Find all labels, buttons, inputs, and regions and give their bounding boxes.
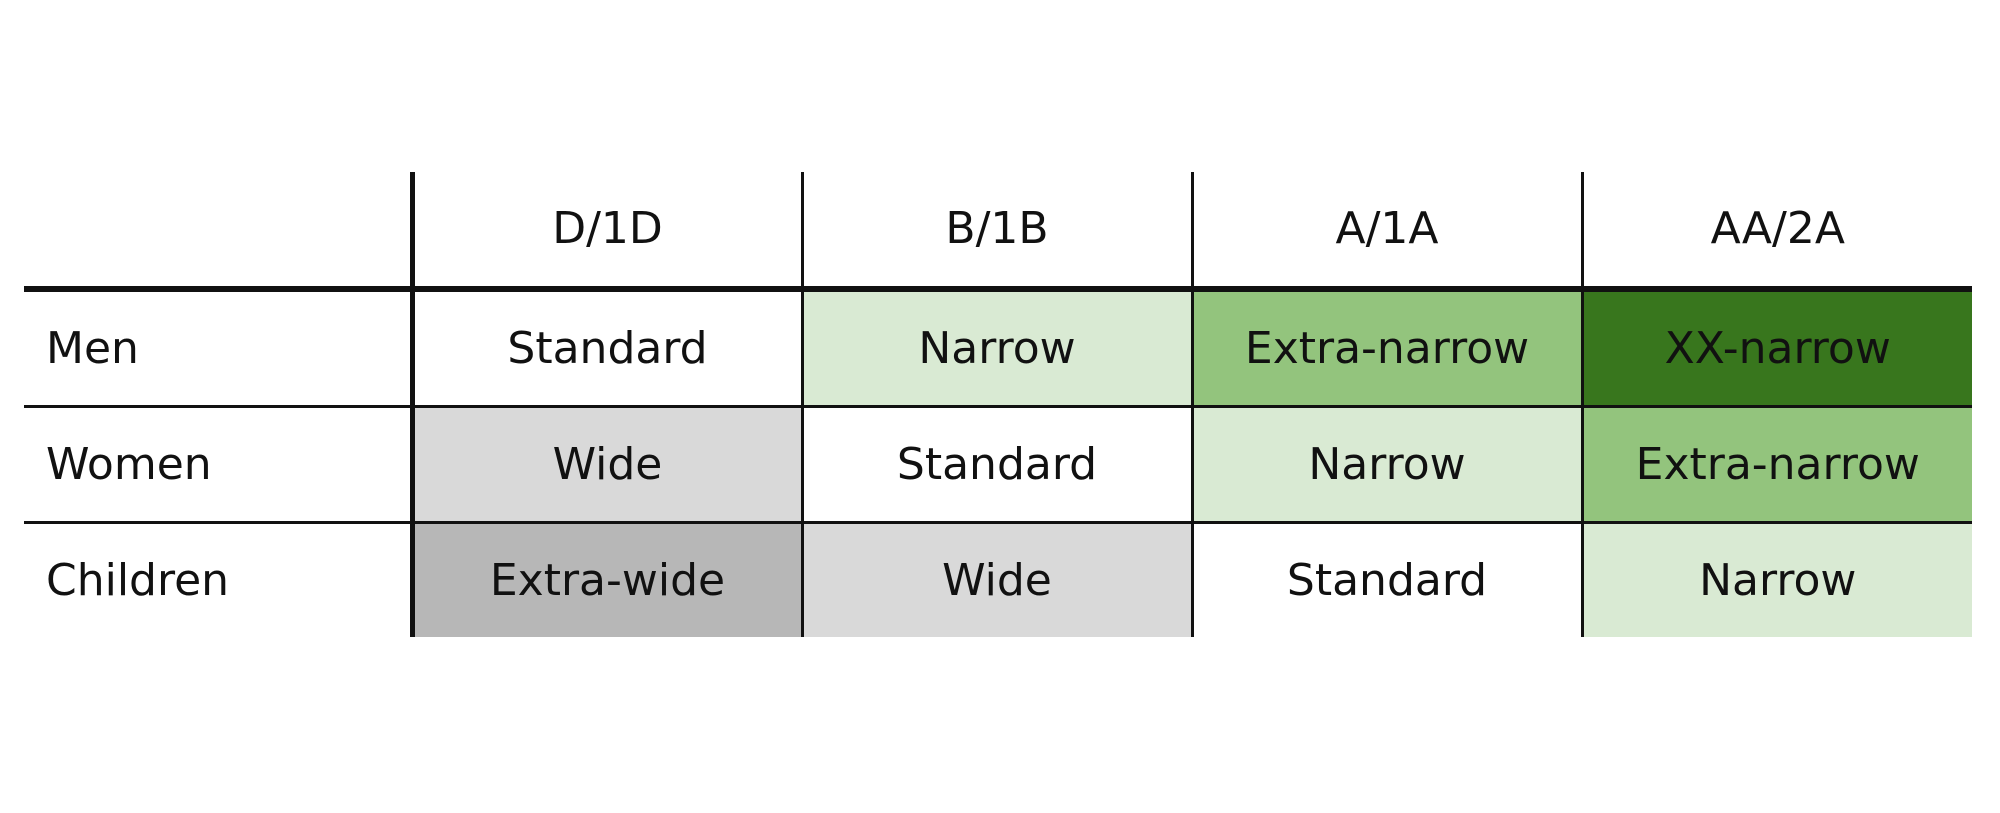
column-header: B/1B: [800, 172, 1192, 292]
table-cell: Standard: [800, 405, 1192, 523]
row-header: Children: [24, 521, 415, 637]
corner-cell: [24, 172, 415, 292]
table-row: Children Extra-wide Wide Standard Narrow: [24, 521, 1972, 637]
table-row: Women Wide Standard Narrow Extra-narrow: [24, 405, 1972, 523]
table-cell: Narrow: [800, 289, 1192, 407]
column-header: D/1D: [409, 172, 802, 292]
table-cell: Wide: [800, 521, 1192, 637]
table-cell: Narrow: [1580, 521, 1972, 637]
table-cell: Standard: [409, 289, 802, 407]
header-row: D/1D B/1B A/1A AA/2A: [24, 172, 1972, 292]
table-cell: Narrow: [1190, 405, 1582, 523]
column-header: AA/2A: [1580, 172, 1972, 292]
table-row: Men Standard Narrow Extra-narrow XX-narr…: [24, 289, 1972, 407]
table-cell: Extra-narrow: [1580, 405, 1972, 523]
column-header: A/1A: [1190, 172, 1582, 292]
row-header: Women: [24, 405, 415, 523]
row-header: Men: [24, 289, 415, 407]
table-cell: XX-narrow: [1580, 289, 1972, 407]
table-cell: Extra-wide: [409, 521, 802, 637]
table-cell: Extra-narrow: [1190, 289, 1582, 407]
width-category-table: D/1D B/1B A/1A AA/2A Men Standard Narrow…: [24, 172, 1972, 637]
table-cell: Wide: [409, 405, 802, 523]
table-cell: Standard: [1190, 521, 1582, 637]
